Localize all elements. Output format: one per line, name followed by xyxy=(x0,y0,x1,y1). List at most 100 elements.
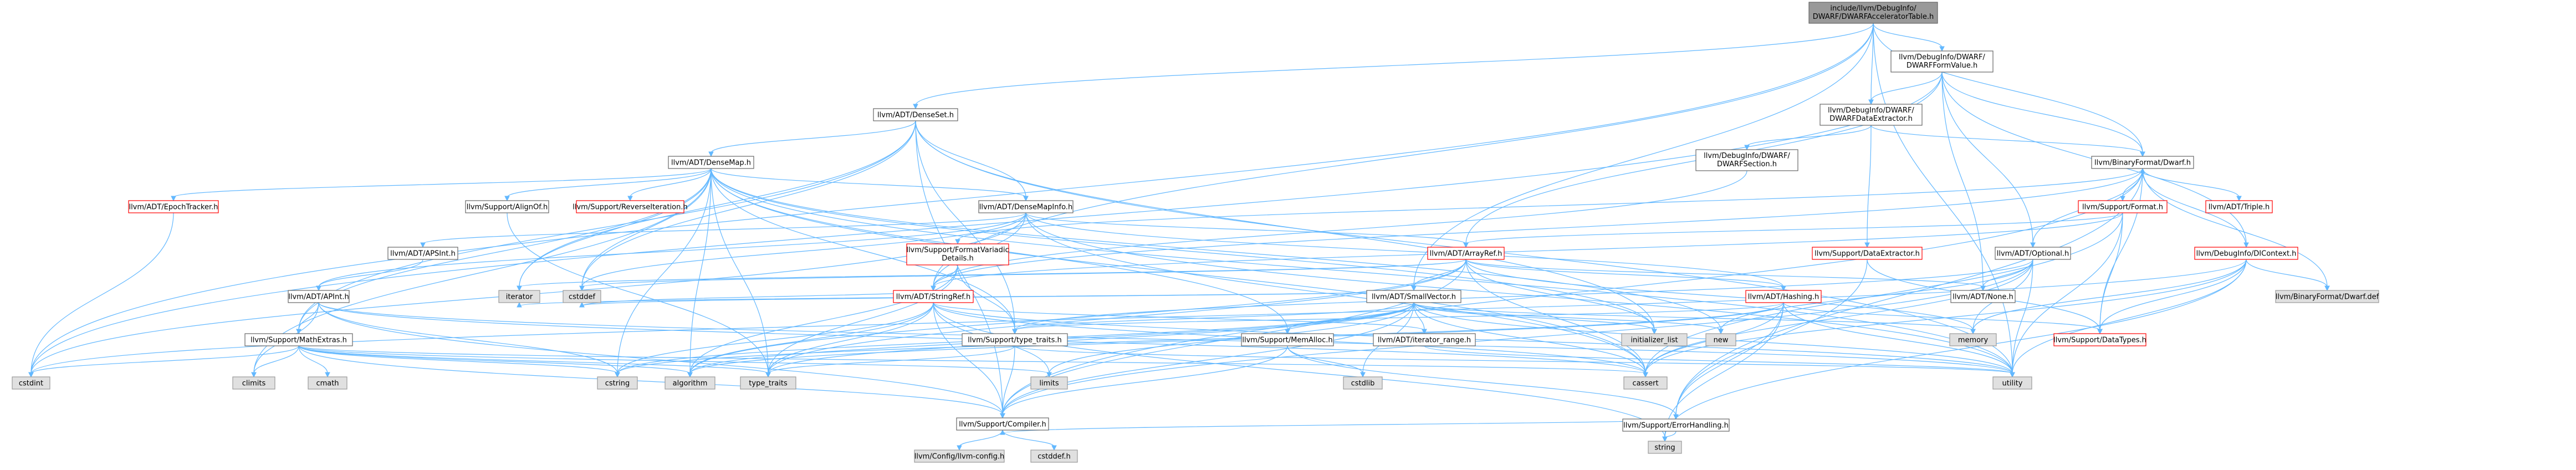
node-densemapinfo[interactable]: llvm/ADT/DenseMapInfo.h xyxy=(978,200,1074,213)
node-dwarfsection[interactable]: llvm/DebugInfo/DWARF/DWARFSection.h xyxy=(1695,149,1798,171)
edge-densemap-to-densemapinfo xyxy=(711,168,1029,202)
node-mathextras[interactable]: llvm/Support/MathExtras.h xyxy=(244,333,353,346)
node-smallvector[interactable]: llvm/ADT/SmallVector.h xyxy=(1366,290,1461,303)
node-label: llvm/ADT/Triple.h xyxy=(2209,203,2270,212)
node-root[interactable]: include/llvm/DebugInfo/DWARF/DWARFAccele… xyxy=(1808,2,1938,24)
edge-binaryformat_dwarf-to-formatvariadic xyxy=(955,168,2143,245)
node-hashing[interactable]: llvm/ADT/Hashing.h xyxy=(1745,290,1822,303)
node-support-format[interactable]: llvm/Support/Format.h xyxy=(2078,200,2168,213)
edge-densemap-to-alignof xyxy=(504,168,712,202)
node-label: memory xyxy=(1958,336,1989,345)
node-datatypes[interactable]: llvm/Support/DataTypes.h xyxy=(2053,333,2146,346)
node-apsint[interactable]: llvm/ADT/APSInt.h xyxy=(387,247,458,260)
edge-mathextras-to-cstring xyxy=(298,345,620,378)
node-triple[interactable]: llvm/ADT/Triple.h xyxy=(2205,200,2273,213)
node-limits: limits xyxy=(1030,376,1068,390)
node-binaryformat-dwarf[interactable]: llvm/BinaryFormat/Dwarf.h xyxy=(2091,156,2194,169)
node-label: llvm/Support/DataTypes.h xyxy=(2053,336,2146,345)
node-label: DWARFSection.h xyxy=(1717,160,1777,168)
node-support-dataextractor[interactable]: llvm/Support/DataExtractor.h xyxy=(1812,247,1923,260)
edge-dicontext-to-binaryformat_dwarf xyxy=(2140,167,2247,248)
edge-errorhandling-to-compiler xyxy=(1000,418,1677,435)
node-label: llvm/Support/Format.h xyxy=(2082,203,2163,212)
node-cstddef: cstddef xyxy=(563,290,601,303)
node-apint[interactable]: llvm/ADT/APInt.h xyxy=(288,290,350,303)
node-label: llvm/Support/AlignOf.h xyxy=(467,203,548,212)
node-dwarfformvalue[interactable]: llvm/DebugInfo/DWARF/DWARFFormValue.h xyxy=(1890,50,1994,73)
node-label: limits xyxy=(1039,380,1059,388)
edge-arrayref-to-initializer_list xyxy=(1465,259,1657,335)
node-label: llvm/ADT/DenseMapInfo.h xyxy=(979,203,1072,212)
node-epochtracker[interactable]: llvm/ADT/EpochTracker.h xyxy=(128,200,219,213)
node-stringref[interactable]: llvm/ADT/StringRef.h xyxy=(893,290,974,303)
node-label: cstring xyxy=(605,380,630,388)
edge-errorhandling-to-string xyxy=(1662,431,1677,442)
node-cstdint: cstdint xyxy=(12,376,50,390)
node-label: llvm/ADT/APSInt.h xyxy=(390,250,456,258)
node-label: llvm/DebugInfo/DWARF/ xyxy=(1899,53,1985,62)
node-utility: utility xyxy=(1992,376,2032,390)
node-reverseiteration[interactable]: llvm/Support/ReverseIteration.h xyxy=(573,200,688,213)
node-label: llvm/Support/MathExtras.h xyxy=(251,336,347,345)
edge-dicontext-to-datatypes xyxy=(2097,259,2247,335)
node-label: llvm/ADT/SmallVector.h xyxy=(1372,293,1456,302)
node-cassert: cassert xyxy=(1623,376,1668,390)
edge-type_traits_h-to-utility xyxy=(1014,345,2015,378)
node-label: llvm/ADT/Hashing.h xyxy=(1748,293,1819,302)
edge-dwarfformvalue-to-binaryformat_dwarf xyxy=(1941,71,2145,157)
node-type-traits-h[interactable]: llvm/Support/type_traits.h xyxy=(962,333,1068,346)
node-label: llvm/ADT/None.h xyxy=(1953,293,2013,302)
node-none[interactable]: llvm/ADT/None.h xyxy=(1950,290,2016,303)
node-densemap[interactable]: llvm/ADT/DenseMap.h xyxy=(668,156,754,169)
edge-dataextractor_dwarf-to-support_dataextractor xyxy=(1864,125,1872,248)
edge-dataextractor_dwarf-to-dwarfsection xyxy=(1744,125,1872,151)
edge-binaryformat_dwarf-to-support_format xyxy=(2120,168,2143,202)
edge-root-to-densset xyxy=(913,23,1874,110)
node-label: llvm/BinaryFormat/Dwarf.def xyxy=(2276,293,2379,302)
edge-memalloc-to-cstdlib xyxy=(1287,345,1366,378)
node-dicontext[interactable]: llvm/DebugInfo/DIContext.h xyxy=(2194,247,2298,260)
edge-smallvector-to-new xyxy=(1413,302,1724,335)
node-iterator: iterator xyxy=(498,290,540,303)
node-llvm-config: llvm/Config/llvm-config.h xyxy=(914,449,1005,463)
node-label: llvm/BinaryFormat/Dwarf.h xyxy=(2094,159,2191,167)
node-label: iterator xyxy=(506,293,533,302)
edge-support_format-to-arrayref xyxy=(1463,212,2123,248)
edge-arrayref-to-iterator xyxy=(517,259,1466,292)
edge-root-to-utility xyxy=(1873,23,2015,378)
edge-binaryformat_dwarf-to-stringref xyxy=(931,168,2143,292)
edge-smallvector-to-initializer_list xyxy=(1413,302,1657,335)
node-errorhandling[interactable]: llvm/Support/ErrorHandling.h xyxy=(1622,418,1730,432)
edge-smallvector-to-memory xyxy=(1413,302,1976,335)
node-compiler[interactable]: llvm/Support/Compiler.h xyxy=(956,417,1049,431)
node-label: cstddef xyxy=(569,293,596,302)
node-label: Details.h xyxy=(942,254,973,263)
node-label: llvm/Config/llvm-config.h xyxy=(914,453,1004,461)
node-iterator-range[interactable]: llvm/ADT/iterator_range.h xyxy=(1373,333,1476,346)
edge-root-to-dwarfformvalue xyxy=(1873,23,1945,52)
node-label: llvm/ADT/Optional.h xyxy=(1997,250,2069,258)
node-label: include/llvm/DebugInfo/ xyxy=(1830,4,1916,13)
node-cstdlib: cstdlib xyxy=(1343,376,1383,390)
node-label: llvm/DebugInfo/DWARF/ xyxy=(1704,152,1790,160)
edge-densemap-to-cassert xyxy=(711,168,1648,378)
node-alignof[interactable]: llvm/Support/AlignOf.h xyxy=(465,200,549,213)
edge-apint-to-mathextras xyxy=(296,302,319,335)
node-label: new xyxy=(1714,336,1729,345)
node-arrayref[interactable]: llvm/ADT/ArrayRef.h xyxy=(1427,247,1505,260)
node-densset[interactable]: llvm/ADT/DenseSet.h xyxy=(873,108,958,121)
node-label: algorithm xyxy=(673,380,708,388)
edge-dwarfformvalue-to-optional xyxy=(1941,71,2036,248)
node-algorithm: algorithm xyxy=(665,376,715,390)
node-dataextractor-dwarf[interactable]: llvm/DebugInfo/DWARF/DWARFDataExtractor.… xyxy=(1819,104,1923,126)
node-dwarf-def: llvm/BinaryFormat/Dwarf.def xyxy=(2275,290,2379,303)
node-label: llvm/Support/FormatVariadic xyxy=(906,246,1009,254)
edge-type_traits_h-to-type_traits xyxy=(765,345,1015,378)
edge-dicontext-to-dwarf_def xyxy=(2246,259,2330,292)
node-memalloc[interactable]: llvm/Support/MemAlloc.h xyxy=(1241,333,1334,346)
edge-type_traits_h-to-compiler xyxy=(1000,345,1015,419)
node-label: llvm/DebugInfo/DWARF/ xyxy=(1828,106,1914,115)
dependency-edges xyxy=(28,23,2330,451)
node-optional[interactable]: llvm/ADT/Optional.h xyxy=(1995,247,2071,260)
